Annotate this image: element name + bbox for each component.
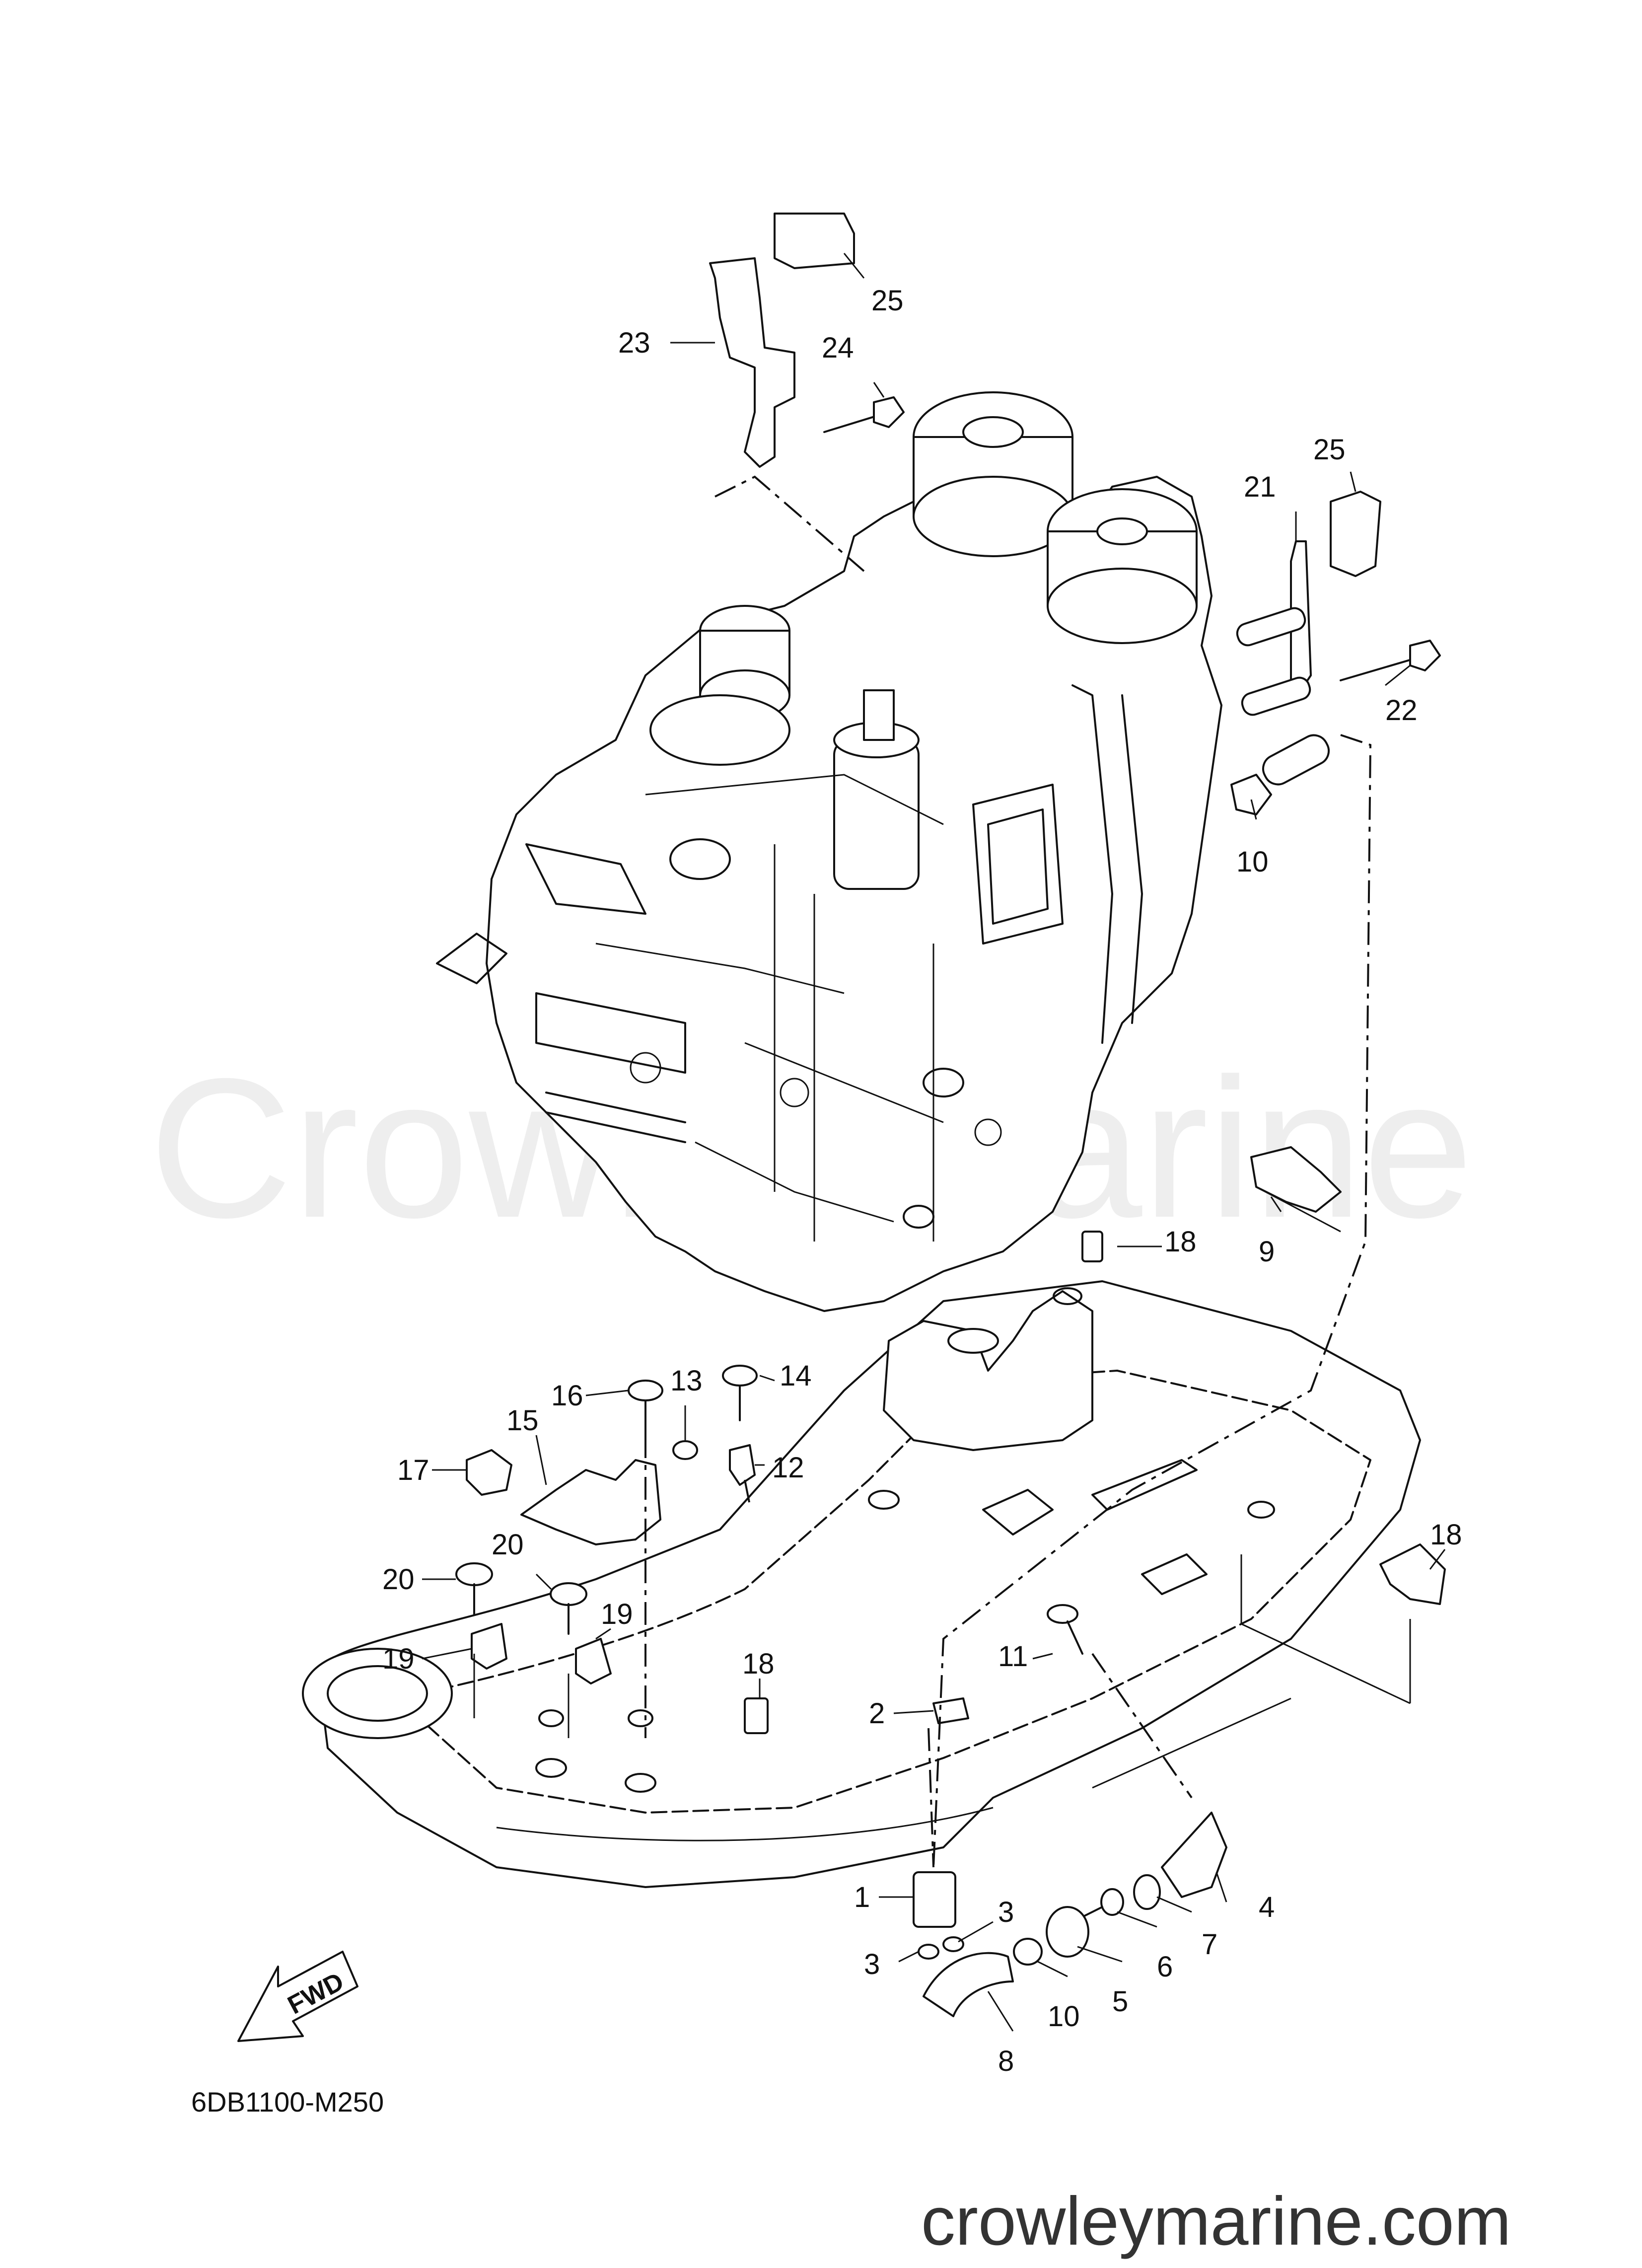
diagram-code: 6DB1100-M250: [191, 2086, 384, 2118]
part-19-clamp-a: [471, 1623, 507, 1670]
callout-13: 13: [670, 1365, 703, 1397]
hose-upper: [1262, 734, 1330, 786]
callout-18-upper: 18: [1164, 1226, 1197, 1258]
part-16-bolt: [628, 1380, 663, 1436]
callout-1: 1: [854, 1881, 870, 1913]
callout-6: 6: [1157, 1951, 1173, 1983]
fwd-arrow: FWD: [237, 1951, 358, 2042]
part-10-clip-lower: [1013, 1938, 1043, 1966]
callout-24: 24: [822, 332, 854, 364]
callout-7: 7: [1202, 1928, 1217, 1961]
callout-25-right: 25: [1313, 434, 1346, 466]
callout-2: 2: [869, 1697, 885, 1730]
part-18-clip-a: [1081, 1231, 1103, 1262]
part-4-cap: [1161, 1812, 1227, 1898]
callout-9: 9: [1259, 1236, 1275, 1268]
collar-upper: [1236, 607, 1306, 647]
part-5-nut: [1046, 1906, 1089, 1958]
callout-20-left: 20: [382, 1563, 415, 1596]
part-2-grommet: [932, 1697, 969, 1724]
part-20-bolt-a: [455, 1562, 493, 1615]
callout-18-right: 18: [1430, 1519, 1462, 1551]
part-7-washer: [1133, 1874, 1161, 1910]
callout-5: 5: [1112, 1985, 1128, 2018]
callout-25-top: 25: [871, 285, 904, 317]
part-15-holder: [520, 1459, 661, 1545]
part-10-clip-top: [1230, 774, 1272, 815]
callout-10-lower: 10: [1048, 2000, 1080, 2033]
callout-8: 8: [998, 2045, 1014, 2077]
assembly-lines: [473, 475, 1411, 1868]
callout-3-upper: 3: [998, 1896, 1014, 1928]
part-1-fitting: [913, 1871, 956, 1928]
part-12-plate: [729, 1444, 756, 1486]
callout-23: 23: [618, 327, 650, 359]
bottom-cowling: [302, 1280, 1421, 1888]
part-25-retainer-top: [774, 213, 855, 269]
part-13-clip: [672, 1440, 698, 1460]
part-18-clip-c: [1379, 1543, 1446, 1605]
part-6-screw: [1081, 1888, 1124, 1918]
part-20-bolt-b: [550, 1582, 587, 1635]
part-3-nut-a: [918, 1944, 939, 1960]
part-24-bolt: [823, 396, 905, 433]
part-25-retainer-right: [1330, 491, 1381, 577]
part-8-hose: [923, 1952, 1014, 2017]
callout-17: 17: [397, 1454, 429, 1486]
part-3-nut-b: [942, 1936, 964, 1952]
callout-3-lower: 3: [864, 1948, 880, 1980]
callout-19-right: 19: [601, 1598, 633, 1630]
callout-14: 14: [780, 1360, 812, 1392]
engine-powerhead: [436, 391, 1222, 1312]
callout-11: 11: [998, 1640, 1028, 1673]
part-22-bolt: [1340, 640, 1441, 681]
callout-21: 21: [1244, 471, 1276, 503]
callout-19-left: 19: [382, 1643, 415, 1675]
callout-22: 22: [1385, 694, 1418, 727]
part-19-clamp-b: [575, 1638, 612, 1684]
part-18-clip-b: [744, 1697, 769, 1734]
part-23-bracket: [709, 257, 795, 468]
footer-url[interactable]: crowleymarine.com: [921, 2183, 1511, 2260]
part-14-bolt: [722, 1365, 758, 1421]
callout-labels: 25 23 24 21 25 22 10 9 18 14 13 12 16 15…: [382, 285, 1462, 2077]
callout-12: 12: [772, 1452, 804, 1484]
callout-15: 15: [506, 1404, 539, 1437]
part-11-screw: [1047, 1604, 1083, 1655]
callout-18-middle: 18: [742, 1648, 775, 1680]
part-17-clamp: [466, 1449, 512, 1496]
callout-20-right: 20: [492, 1529, 524, 1561]
callout-4: 4: [1259, 1891, 1275, 1923]
callout-10-top: 10: [1236, 846, 1269, 878]
callout-leaders: [422, 253, 1446, 2032]
collar-lower: [1241, 676, 1311, 716]
callout-16: 16: [551, 1380, 583, 1412]
